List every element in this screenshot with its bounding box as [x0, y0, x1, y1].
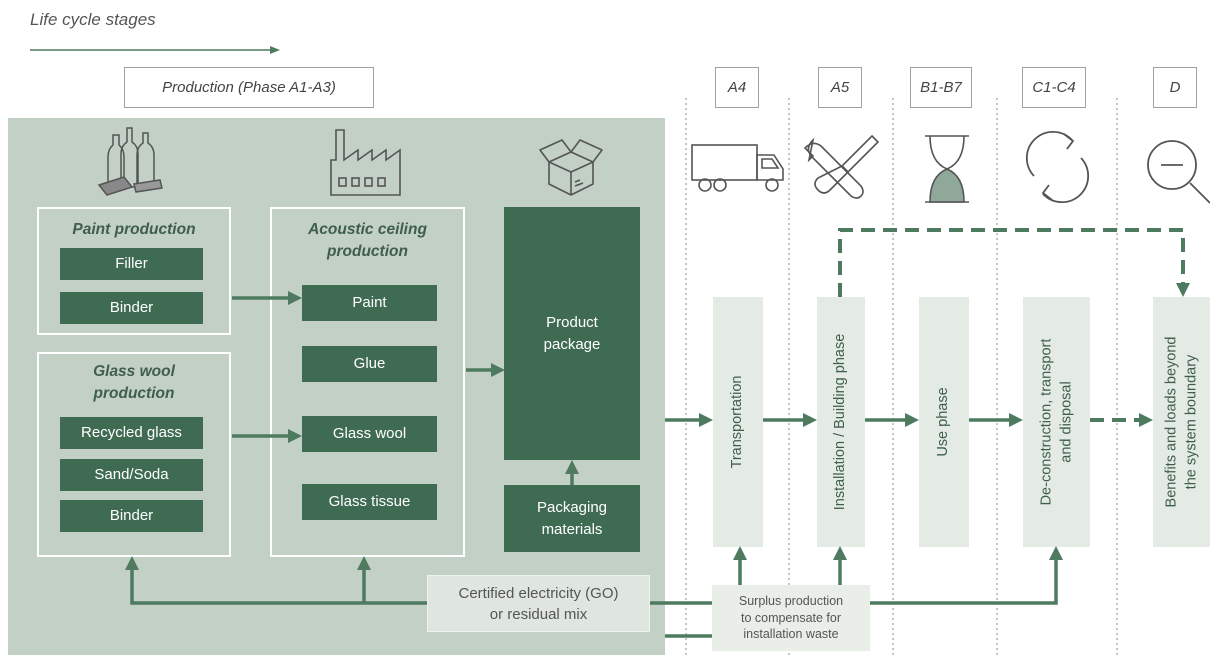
product-package-line2: package — [543, 335, 601, 353]
acoustic-item-paint: Paint — [302, 285, 437, 321]
truck-icon — [691, 144, 784, 192]
paint-production-title: Paint production — [72, 221, 196, 238]
stage-box-installation: Installation / Building phase — [817, 297, 865, 547]
bottles-icon — [97, 127, 163, 196]
stage-box-deconstruction: De-construction, transport and disposal — [1023, 297, 1090, 547]
tools-icon — [803, 134, 880, 199]
surplus-box: Surplus production to compensate for ins… — [712, 585, 870, 651]
packaging-materials-line2: materials — [541, 520, 603, 538]
packaging-materials-box: Packaging materials — [504, 485, 640, 552]
packaging-materials-line1: Packaging — [536, 498, 608, 516]
glasswool-production-box: Glass wool production — [37, 352, 231, 557]
surplus-line3: installation waste — [743, 627, 839, 642]
surplus-line1: Surplus production — [738, 593, 844, 608]
glasswool-title-line2: production — [93, 384, 175, 402]
glasswool-item-binder: Binder — [60, 500, 203, 532]
product-package-line1: Product — [546, 313, 598, 331]
stage-label-d: D — [1153, 67, 1197, 108]
acoustic-item-glass-tissue: Glass tissue — [302, 484, 437, 520]
acoustic-item-glue: Glue — [302, 346, 437, 382]
acoustic-production-box: Acoustic ceiling production — [270, 207, 465, 557]
production-phase-label: Production (Phase A1-A3) — [124, 67, 374, 108]
electricity-line1: Certified electricity (GO) — [458, 584, 619, 602]
magnifier-icon — [1147, 140, 1210, 204]
paint-item-binder: Binder — [60, 292, 203, 324]
product-package-box: Product package — [504, 207, 640, 460]
glasswool-title-line1: Glass wool — [93, 363, 175, 380]
diagram-title: Life cycle stages — [30, 10, 156, 29]
stage-box-transportation: Transportation — [713, 297, 763, 547]
hourglass-icon — [925, 135, 969, 203]
stage-box-use-phase: Use phase — [919, 297, 969, 547]
electricity-box: Certified electricity (GO) or residual m… — [427, 575, 650, 632]
stage-label-c: C1-C4 — [1022, 67, 1086, 108]
paint-item-filler: Filler — [60, 248, 203, 280]
stage-box-benefits: Benefits and loads beyond the system bou… — [1153, 297, 1210, 547]
box-icon — [539, 139, 603, 196]
acoustic-title-line1: Acoustic ceiling — [308, 221, 427, 238]
recycle-icon — [1025, 130, 1090, 204]
surplus-line2: to compensate for — [740, 610, 842, 625]
glasswool-item-recycled-glass: Recycled glass — [60, 417, 203, 449]
stage-label-b: B1-B7 — [910, 67, 972, 108]
glasswool-item-sand-soda: Sand/Soda — [60, 459, 203, 491]
electricity-line2: or residual mix — [489, 605, 588, 623]
factory-icon — [330, 129, 401, 196]
acoustic-item-glass-wool: Glass wool — [302, 416, 437, 452]
paint-production-box: Paint production — [37, 207, 231, 335]
acoustic-title-line2: production — [327, 242, 408, 260]
stage-label-a4: A4 — [715, 67, 759, 108]
stage-label-a5: A5 — [818, 67, 862, 108]
